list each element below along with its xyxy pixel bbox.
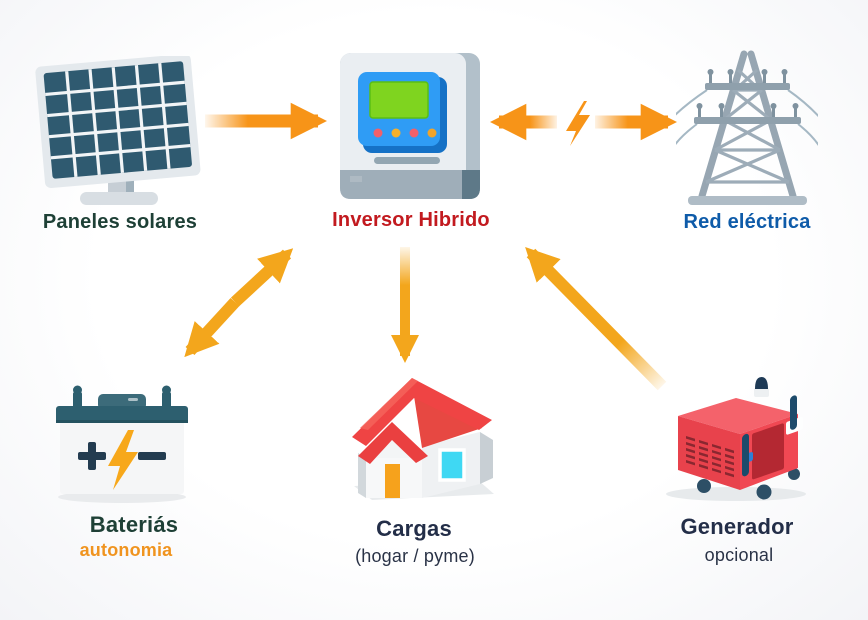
- generator-sublabel: opcional: [704, 545, 774, 565]
- node-generator: [648, 376, 816, 508]
- node-loads: [330, 366, 498, 508]
- transmission-tower-icon: [676, 50, 818, 205]
- node-battery: [42, 376, 202, 506]
- battery-sublabel: autonomia: [79, 540, 173, 560]
- battery-icon: [56, 385, 188, 503]
- edge-generator-inverter: [525, 247, 667, 391]
- lightning-bolt-icon: [566, 101, 590, 146]
- solar-panels-label: Paneles solares: [42, 211, 198, 233]
- house-icon: [352, 378, 494, 500]
- node-inverter: [336, 50, 486, 202]
- node-grid: [676, 48, 818, 208]
- node-solar-panels: [32, 56, 204, 208]
- loads-sublabel: (hogar / pyme): [355, 546, 475, 566]
- edge-inverter-battery: [184, 248, 294, 358]
- grid-label: Red eléctrica: [683, 211, 811, 233]
- generator-icon: [666, 377, 806, 501]
- inverter-label: Inversor Hibrido: [332, 209, 490, 231]
- battery-label: Bateriás: [89, 512, 179, 537]
- edge-inverter-grid: [489, 101, 678, 146]
- loads-label: Cargas: [376, 516, 452, 541]
- solar-panel-icon: [35, 56, 201, 205]
- generator-label: Generador: [680, 514, 794, 539]
- hybrid-inverter-icon: [340, 53, 480, 199]
